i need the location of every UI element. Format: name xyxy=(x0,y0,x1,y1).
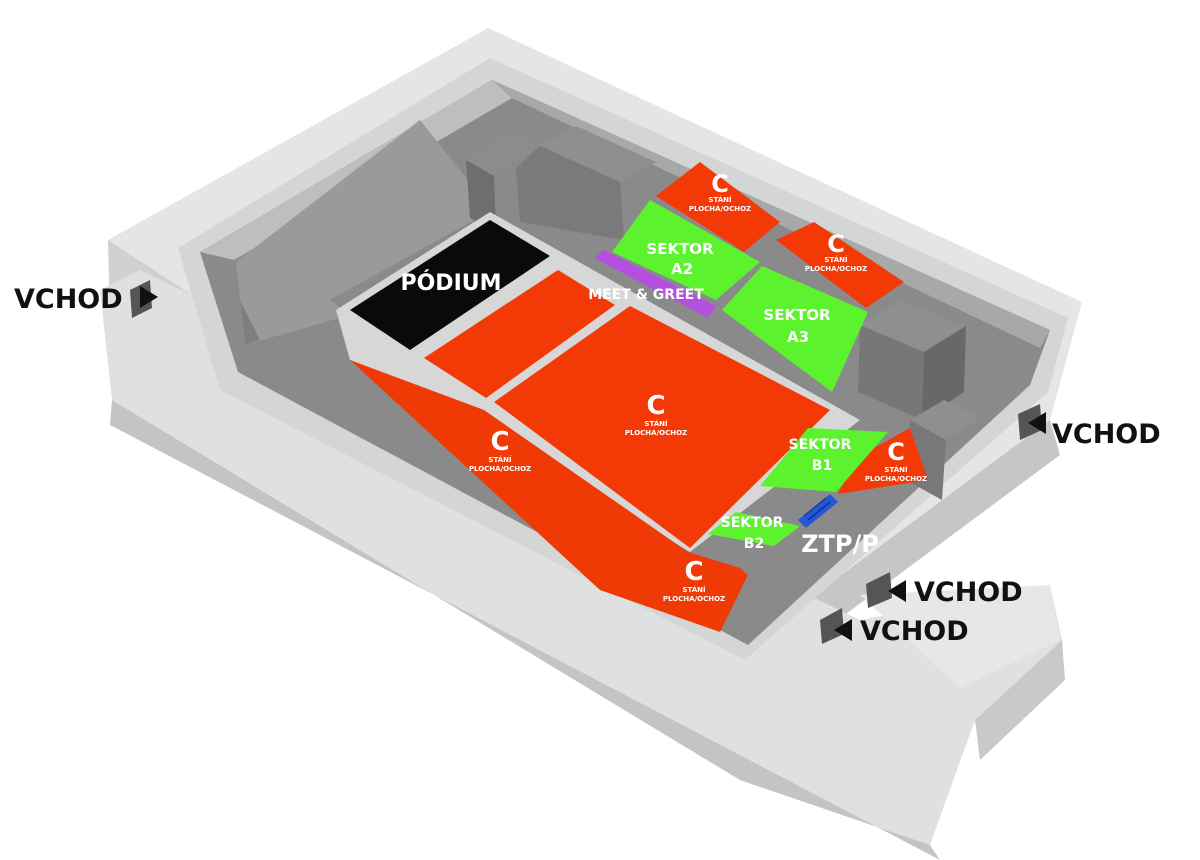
svg-text:PLOCHA/OCHOZ: PLOCHA/OCHOZ xyxy=(663,595,725,603)
sector-b1 xyxy=(760,428,888,492)
block-2-front xyxy=(516,146,624,240)
svg-text:PLOCHA/OCHOZ: PLOCHA/OCHOZ xyxy=(689,205,751,213)
svg-text:STÁNÍ: STÁNÍ xyxy=(824,255,848,264)
svg-text:STÁNÍ: STÁNÍ xyxy=(644,419,668,428)
standing-label-bottom: C STÁNÍ PLOCHA/OCHOZ xyxy=(663,557,725,603)
sector-a3-word: SEKTOR xyxy=(763,306,831,324)
left-stand-curve xyxy=(236,262,260,345)
triangle-left-icon xyxy=(888,580,906,602)
standing-labels: C STÁNÍ PLOCHA/OCHOZ C STÁNÍ PLOCHA/OCHO… xyxy=(469,170,927,603)
svg-text:PLOCHA/OCHOZ: PLOCHA/OCHOZ xyxy=(469,465,531,473)
grey-structures xyxy=(236,120,980,500)
block-3-top xyxy=(860,300,966,352)
standing-label-right: C STÁNÍ PLOCHA/OCHOZ xyxy=(865,438,927,483)
standing-label-top-2: C STÁNÍ PLOCHA/OCHOZ xyxy=(805,230,867,273)
sector-a2-word: SEKTOR xyxy=(646,240,714,258)
sector-a2-code: A2 xyxy=(671,260,693,278)
svg-text:C: C xyxy=(711,170,729,198)
block-4-top xyxy=(910,400,980,440)
standing-center-left xyxy=(424,270,615,398)
svg-text:PLOCHA/OCHOZ: PLOCHA/OCHOZ xyxy=(625,429,687,437)
svg-text:STÁNÍ: STÁNÍ xyxy=(708,195,732,204)
block-3-side xyxy=(922,326,966,420)
triangle-left-icon xyxy=(834,619,852,641)
standing-label-center: C STÁNÍ PLOCHA/OCHOZ xyxy=(625,391,687,437)
inner-back-wall-right xyxy=(492,80,1050,348)
podium-label: PÓDIUM xyxy=(400,270,501,296)
svg-text:C: C xyxy=(646,391,665,421)
sector-b1-word: SEKTOR xyxy=(789,437,852,453)
wheelchair-seats-icon xyxy=(798,494,838,528)
entrance-label-bottom-1: VCHOD xyxy=(914,577,1023,608)
sectors xyxy=(612,200,888,546)
meet-greet-label: MEET & GREET xyxy=(588,287,704,303)
entrance-label-left: VCHOD xyxy=(14,284,123,315)
meet-greet-strip xyxy=(594,250,716,318)
standing-center-main xyxy=(494,306,830,548)
standing-label-left: C STÁNÍ PLOCHA/OCHOZ xyxy=(469,427,531,473)
svg-text:C: C xyxy=(827,230,845,258)
entrance-label-right: VCHOD xyxy=(1052,419,1161,450)
svg-text:STÁNÍ: STÁNÍ xyxy=(682,585,706,594)
sector-labels: SEKTOR A2 SEKTOR A3 SEKTOR B1 SEKTOR B2 xyxy=(646,240,851,552)
block-1-top xyxy=(466,130,540,176)
block-3-front xyxy=(858,325,924,420)
svg-text:STÁNÍ: STÁNÍ xyxy=(488,455,512,464)
standing-left-long xyxy=(350,360,748,632)
standing-label-top-1: C STÁNÍ PLOCHA/OCHOZ xyxy=(689,170,751,213)
entrance-left[interactable]: VCHOD xyxy=(14,284,158,315)
ztp-label: ZTP/P xyxy=(801,530,879,558)
annex-top xyxy=(860,585,1060,688)
sector-a3-code: A3 xyxy=(787,328,809,346)
standing-areas xyxy=(350,162,928,632)
sector-b2-code: B2 xyxy=(744,536,764,552)
entrance-bottom-1[interactable]: VCHOD xyxy=(888,577,1023,608)
triangle-right-icon xyxy=(140,286,158,308)
svg-text:C: C xyxy=(684,557,703,587)
entrance-label-bottom-2: VCHOD xyxy=(860,616,969,647)
left-stand-block xyxy=(236,120,492,345)
svg-text:C: C xyxy=(887,438,905,466)
terrace-right-face xyxy=(975,640,1065,760)
svg-text:PLOCHA/OCHOZ: PLOCHA/OCHOZ xyxy=(865,475,927,483)
triangle-left-icon xyxy=(1028,412,1046,434)
sector-b2 xyxy=(708,512,800,546)
sector-b1-code: B1 xyxy=(812,458,832,474)
svg-text:STÁNÍ: STÁNÍ xyxy=(884,465,908,474)
podium-stage xyxy=(350,220,550,350)
block-2-top xyxy=(540,126,656,182)
entrance-right[interactable]: VCHOD xyxy=(1028,412,1161,450)
standing-top-1 xyxy=(656,162,780,252)
svg-text:C: C xyxy=(490,427,509,457)
entrance-bottom-2[interactable]: VCHOD xyxy=(834,616,969,647)
sector-b2-word: SEKTOR xyxy=(721,515,784,531)
standing-right-small xyxy=(838,428,928,494)
sector-a2 xyxy=(612,200,760,300)
standing-top-2 xyxy=(776,222,904,308)
sector-a3 xyxy=(722,266,868,392)
svg-text:PLOCHA/OCHOZ: PLOCHA/OCHOZ xyxy=(805,265,867,273)
